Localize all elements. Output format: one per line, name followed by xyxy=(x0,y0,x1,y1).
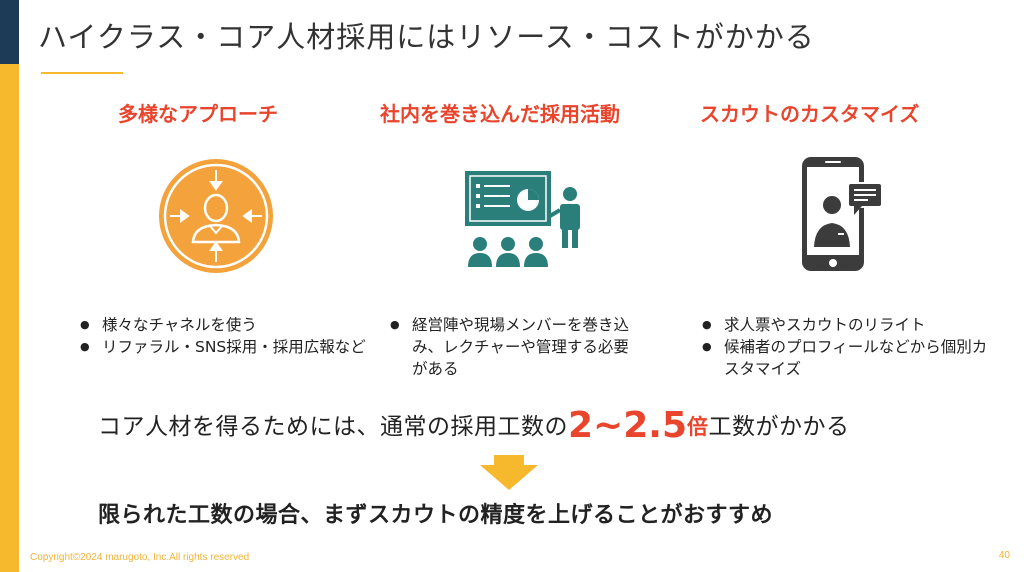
column-heading-scout: スカウトのカスタマイズ xyxy=(700,102,920,126)
down-arrow-icon xyxy=(480,455,538,490)
person-arrows-icon xyxy=(159,159,273,273)
list-item: リファラル・SNS採用・採用広報など xyxy=(80,336,380,358)
column-heading-internal: 社内を巻き込んだ採用活動 xyxy=(380,102,620,126)
page-number: 40 xyxy=(998,550,1010,561)
core-statement: コア人材を得るためには、通常の採用工数の2~2.5倍工数がかかる xyxy=(98,405,850,446)
presentation-icon xyxy=(465,171,580,267)
footer-copyright: Copyright©2024 marugoto, Inc.All rights … xyxy=(30,552,250,563)
core-multiplier: 2~2.5 xyxy=(568,405,687,446)
slide-title: ハイクラス・コア人材採用にはリソース・コストがかかる xyxy=(38,20,815,54)
list-item: 様々なチャネルを使う xyxy=(80,314,380,336)
core-suffix: 工数がかかる xyxy=(708,414,850,440)
bullet-list-approach: 様々なチャネルを使う リファラル・SNS採用・採用広報など xyxy=(80,314,380,358)
list-item: 求人票やスカウトのリライト xyxy=(702,314,1002,336)
conclusion-text: 限られた工数の場合、まずスカウトの精度を上げることがおすすめ xyxy=(98,503,774,528)
title-underline xyxy=(41,72,123,74)
core-unit: 倍 xyxy=(687,415,709,439)
side-bar-navy xyxy=(0,0,19,64)
list-item: 候補者のプロフィールなどから個別カスタマイズ xyxy=(702,336,1002,380)
list-item: 経営陣や現場メンバーを巻き込み、レクチャーや管理する必要がある xyxy=(390,314,640,380)
column-heading-approach: 多様なアプローチ xyxy=(118,102,278,126)
bullet-list-internal: 経営陣や現場メンバーを巻き込み、レクチャーや管理する必要がある xyxy=(390,314,640,380)
bullet-list-scout: 求人票やスカウトのリライト 候補者のプロフィールなどから個別カスタマイズ xyxy=(702,314,1002,380)
core-prefix: コア人材を得るためには、通常の採用工数の xyxy=(98,414,568,440)
smartphone-chat-icon xyxy=(802,157,883,271)
side-bar-yellow xyxy=(0,64,19,572)
